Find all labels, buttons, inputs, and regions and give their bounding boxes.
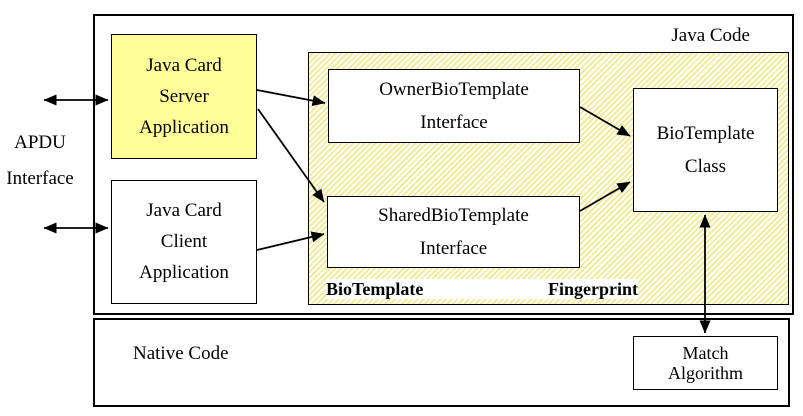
region-labels-band: BioTemplate Fingerprint <box>326 279 638 299</box>
match-box-line1: Match <box>682 343 729 363</box>
apdu-interface-label: APDU Interface <box>1 133 79 188</box>
class-box-line1: BioTemplate <box>656 122 755 144</box>
native-code-label: Native Code <box>133 343 229 364</box>
native-code-frame: Native Code <box>93 318 790 407</box>
owner-biotemplate-interface-box: OwnerBioTemplate Interface <box>328 69 580 143</box>
class-box-line2: Class <box>684 155 727 177</box>
client-box-line2: Client <box>160 231 208 252</box>
biotemplate-region-label: BioTemplate <box>326 278 424 299</box>
server-box-line1: Java Card <box>146 54 222 76</box>
java-card-client-application-box: Java Card Client Application <box>111 180 257 304</box>
biotemplate-class-box: BioTemplate Class <box>633 88 778 212</box>
server-box-line2: Server <box>159 85 209 107</box>
apdu-label-line1: APDU <box>14 132 66 153</box>
apdu-label-line2: Interface <box>6 168 74 189</box>
java-card-server-application-box: Java Card Server Application <box>111 34 257 159</box>
shared-box-line2: Interface <box>419 237 488 259</box>
owner-box-line2: Interface <box>420 111 488 133</box>
fingerprint-region-label: Fingerprint <box>548 278 638 299</box>
client-box-line1: Java Card <box>146 200 222 221</box>
match-box-line2: Algorithm <box>668 363 743 383</box>
match-algorithm-box: Match Algorithm <box>633 336 778 390</box>
shared-biotemplate-interface-box: SharedBioTemplate Interface <box>327 196 580 268</box>
shared-box-line1: SharedBioTemplate <box>378 204 529 226</box>
java-code-label: Java Code <box>671 25 750 46</box>
server-box-line3: Application <box>139 116 229 138</box>
java-code-frame: Java Code <box>93 14 794 315</box>
owner-box-line1: OwnerBioTemplate <box>379 78 529 100</box>
client-box-line3: Application <box>139 262 229 283</box>
